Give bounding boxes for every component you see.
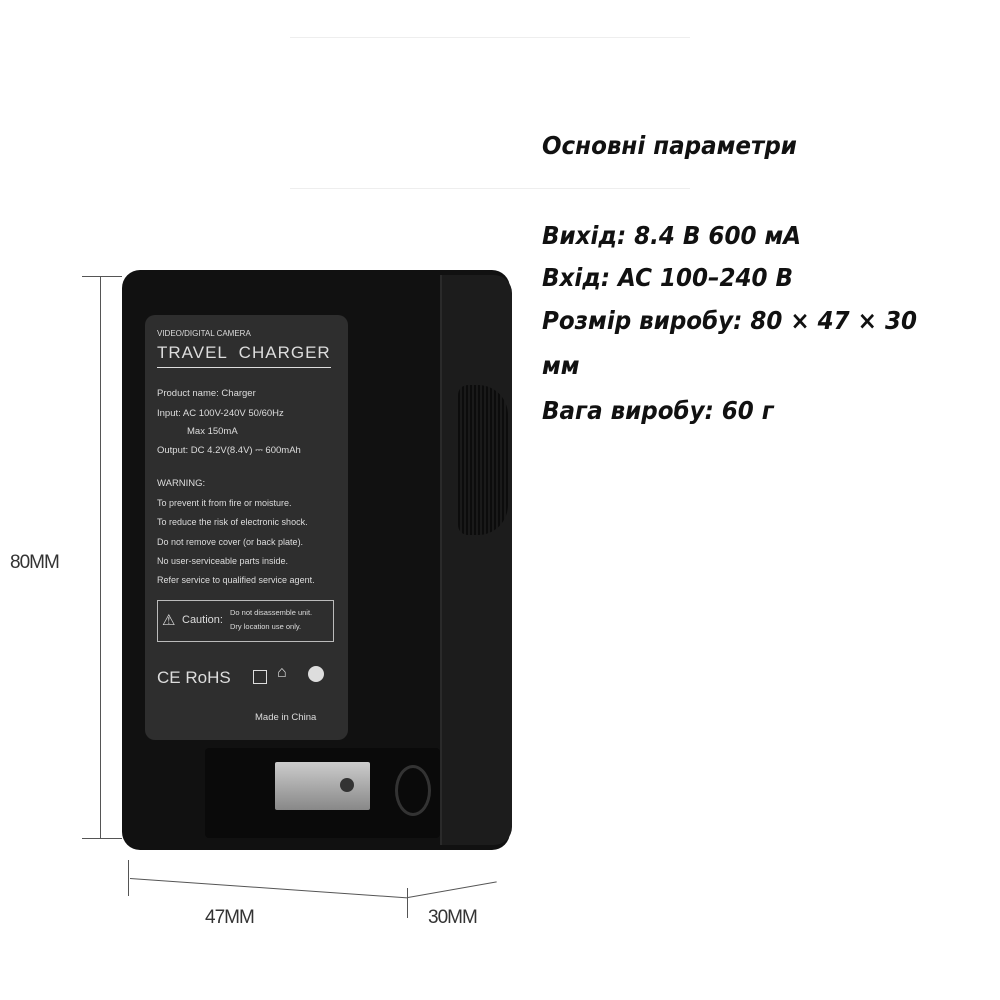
- caution-line: Do not disassemble unit.: [230, 608, 313, 617]
- warning-triangle-icon: ⚠: [162, 612, 176, 629]
- charger-grip: [458, 385, 508, 535]
- height-label: 80MM: [10, 552, 60, 573]
- label-warning-line: To reduce the risk of electronic shock.: [157, 517, 308, 527]
- dimension-tick: [82, 276, 122, 277]
- caution-label: Caution:: [182, 614, 223, 626]
- spec-size: Розмір виробу: 80 × 47 × 30: [542, 306, 917, 335]
- spec-input: Вхід: AC 100–240 В: [542, 263, 794, 292]
- width-label: 47MM: [205, 907, 255, 928]
- dimension-tick: [82, 838, 122, 839]
- depth-dimension-line: [407, 881, 497, 898]
- label-warning-line: Do not remove cover (or back plate).: [157, 537, 304, 547]
- charger-label-plate: VIDEO/DIGITAL CAMERA TRAVEL CHARGER Prod…: [145, 315, 348, 740]
- width-dimension-line: [129, 878, 408, 899]
- plug-prong: [275, 762, 370, 810]
- height-dimension-line: [100, 276, 101, 838]
- recycle-icon: [308, 666, 324, 682]
- spec-weight: Вага виробу: 60 г: [542, 396, 774, 425]
- label-warning: WARNING:: [157, 478, 206, 489]
- spec-size-unit: мм: [542, 351, 580, 380]
- certification-marks: CE RoHS: [157, 668, 231, 687]
- prong-pivot: [395, 765, 431, 816]
- class-ii-icon: [253, 670, 267, 684]
- label-input: Input: AC 100V-240V 50/60Hz: [157, 408, 284, 419]
- dimension-tick: [407, 888, 408, 918]
- label-warning-line: Refer service to qualified service agent…: [157, 575, 315, 585]
- label-title: TRAVEL CHARGER: [157, 343, 331, 368]
- label-warning-line: No user-serviceable parts inside.: [157, 556, 289, 566]
- divider: [290, 188, 690, 189]
- depth-label: 30MM: [428, 907, 478, 928]
- prong-hole: [340, 778, 354, 792]
- specs-title: Основні параметри: [542, 131, 797, 160]
- dimension-tick: [128, 860, 129, 896]
- charger-side: [440, 275, 512, 845]
- label-output: Output: DC 4.2V(8.4V) ⎓ 600mAh: [157, 445, 301, 456]
- indoor-use-icon: ⌂: [277, 664, 287, 681]
- spec-output: Вихід: 8.4 В 600 мА: [542, 221, 802, 250]
- label-max: Max 150mA: [187, 426, 238, 437]
- caution-line: Dry location use only.: [230, 622, 302, 631]
- caution-box: ⚠ Caution: Do not disassemble unit. Dry …: [157, 600, 334, 642]
- label-product: Product name: Charger: [157, 388, 256, 399]
- label-warning-line: To prevent it from fire or moisture.: [157, 498, 292, 508]
- label-subtitle: VIDEO/DIGITAL CAMERA: [157, 329, 251, 338]
- divider: [290, 37, 690, 38]
- label-made-in: Made in China: [255, 712, 317, 723]
